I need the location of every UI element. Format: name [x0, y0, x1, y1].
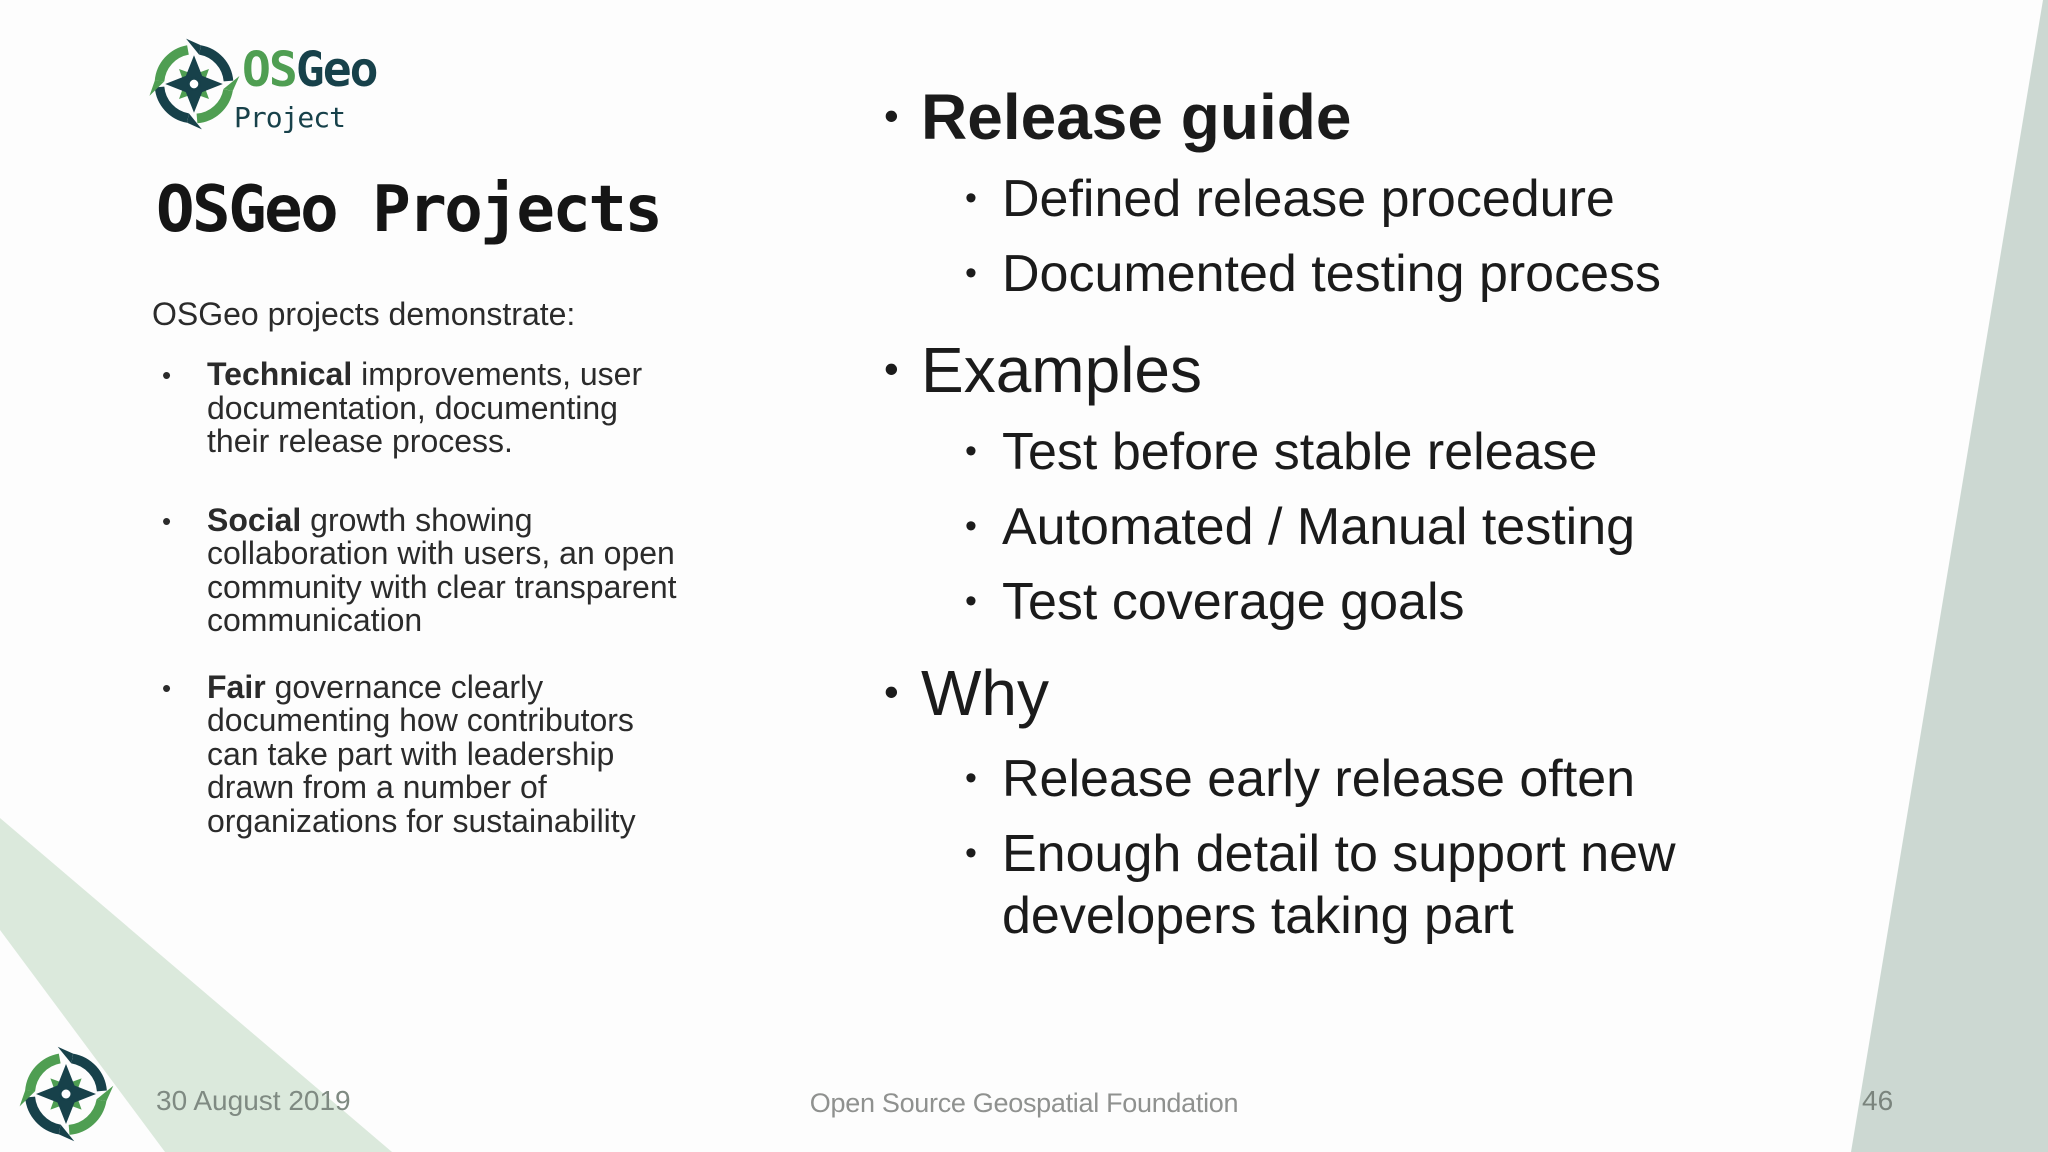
- bullet-icon: •: [162, 672, 172, 703]
- bullet-icon: •: [965, 432, 977, 470]
- sub-item: • Automated / Manual testing: [884, 496, 1964, 558]
- list-item-lead: Social: [207, 501, 302, 538]
- bullet-icon: •: [965, 759, 977, 797]
- heading-label: Release guide: [921, 81, 1352, 153]
- list-item: • Social growth showing collaboration wi…: [152, 501, 812, 638]
- bullet-icon: •: [162, 505, 172, 536]
- logo-brand-geo: Geo: [295, 42, 379, 98]
- heading-why: • Why: [884, 654, 1964, 732]
- footer-organization: Open Source Geospatial Foundation: [809, 1088, 1239, 1118]
- right-column: • Release guide • Defined release proced…: [884, 72, 1964, 947]
- page-title: OSGeo Projects: [156, 173, 663, 247]
- list-item-rest: improvements, user documentation, docume…: [207, 356, 643, 459]
- bullet-icon: •: [965, 582, 977, 620]
- sub-item-text: Automated / Manual testing: [1002, 498, 1636, 556]
- list-item-text: Technical improvements, user documentati…: [207, 356, 807, 459]
- footer-date: 30 August 2019: [156, 1085, 351, 1116]
- heading-label: Examples: [921, 334, 1202, 406]
- sub-item-text: Test before stable release: [1002, 423, 1598, 481]
- bullet-icon: •: [884, 668, 899, 715]
- list-item: • Technical improvements, user documenta…: [152, 356, 812, 459]
- sub-item: • Test before stable release: [884, 421, 1964, 483]
- left-bullet-list: • Technical improvements, user documenta…: [152, 352, 812, 838]
- list-item-text: Fair governance clearly documenting how …: [207, 668, 807, 839]
- bullet-icon: •: [884, 345, 899, 392]
- bullet-icon: •: [162, 360, 172, 390]
- sub-item: • Test coverage goals: [884, 571, 1964, 633]
- bottom-left-wedge: [0, 818, 392, 1152]
- list-item-lead: Fair: [207, 668, 266, 705]
- sub-item-text: Documented testing process: [1002, 245, 1662, 303]
- list-item: • Fair governance clearly documenting ho…: [152, 668, 812, 839]
- osgeo-logo: OSGeo Project: [146, 36, 446, 146]
- sub-item: • Defined release procedure: [884, 168, 1964, 230]
- heading-label: Why: [921, 657, 1049, 729]
- compass-icon: [146, 36, 242, 132]
- right-diagonal-band: [1851, 0, 2048, 1152]
- list-item-lead: Technical: [207, 356, 353, 392]
- list-item-rest: growth showing collaboration with users,…: [207, 501, 677, 638]
- bullet-icon: •: [965, 254, 977, 292]
- sub-item-text: Enough detail to support new developers …: [1002, 825, 1676, 945]
- logo-brand-os: OS: [242, 42, 298, 98]
- bullet-icon: •: [965, 834, 977, 872]
- list-item-text: Social growth showing collaboration with…: [207, 501, 807, 638]
- corner-compass-icon: [16, 1044, 116, 1144]
- logo-brand-text: OSGeo: [242, 42, 379, 98]
- bullet-icon: •: [965, 179, 977, 217]
- footer-page-number: 46: [1862, 1085, 1894, 1116]
- heading-release-guide: • Release guide: [884, 78, 1964, 156]
- list-item-rest: governance clearly documenting how contr…: [207, 668, 636, 839]
- sub-item: • Documented testing process: [884, 243, 1964, 305]
- sub-item: • Release early release often: [884, 748, 1964, 810]
- sub-item-text: Defined release procedure: [1002, 170, 1615, 228]
- sub-item-text: Test coverage goals: [1002, 573, 1465, 631]
- intro-text: OSGeo projects demonstrate:: [152, 296, 576, 332]
- sub-item-text: Release early release often: [1002, 750, 1636, 808]
- heading-examples: • Examples: [884, 331, 1964, 409]
- bullet-icon: •: [965, 507, 977, 545]
- bullet-icon: •: [884, 92, 899, 139]
- sub-item: • Enough detail to support new developer…: [884, 823, 1964, 947]
- logo-subtitle: Project: [234, 101, 346, 134]
